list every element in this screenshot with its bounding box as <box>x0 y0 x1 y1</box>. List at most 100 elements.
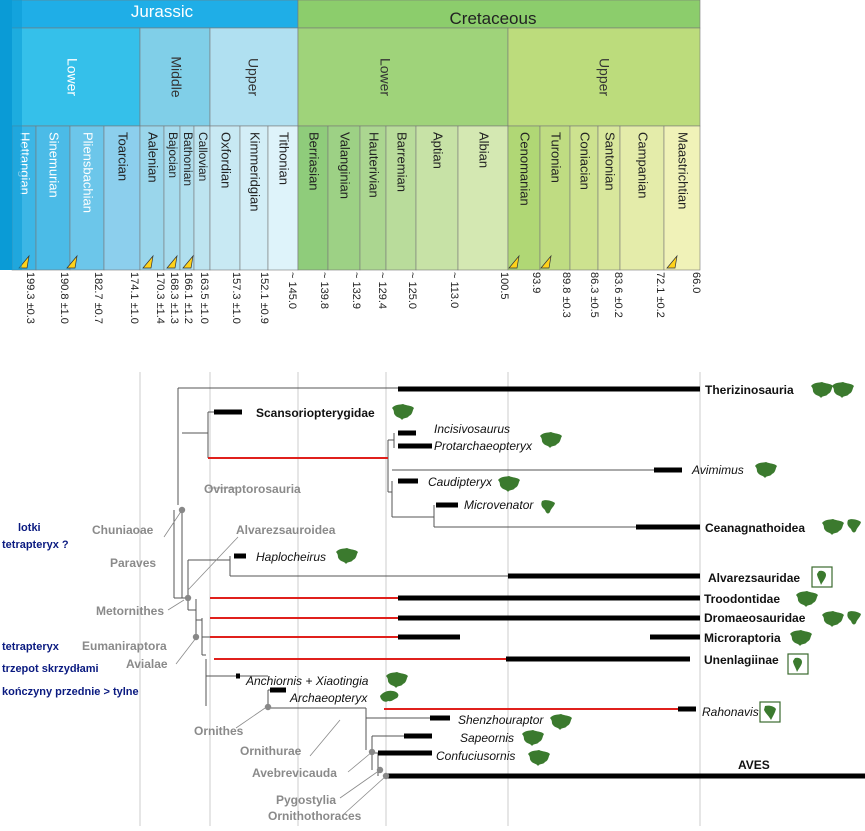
asia-fossil-icon <box>386 672 408 688</box>
clade-label-ornithothoraces: Ornithothoraces <box>268 809 362 823</box>
stage-box-toarcian <box>103 125 141 271</box>
asia-fossil-icon <box>822 519 844 535</box>
pointer-line <box>235 705 269 729</box>
taxon-label-alvarezsauridae: Alvarezsauridae <box>708 571 800 585</box>
asia-fossil-icon <box>336 548 358 564</box>
age-label: 168.3 ±1.3 <box>168 272 180 324</box>
stage-label-hauterivian: Hauterivian <box>367 132 382 198</box>
asia-silhouette <box>755 462 777 478</box>
period-label-cretaceous: Cretaceous <box>450 9 537 28</box>
clade-label-eumaniraptora: Eumaniraptora <box>82 639 167 653</box>
node-dot <box>184 594 192 602</box>
gssp-marker-icon <box>540 254 552 269</box>
stage-box-albian <box>457 125 509 271</box>
timescale-left-edge <box>0 0 12 270</box>
asia-fossil-icon <box>796 591 818 607</box>
asia-silhouette <box>392 404 414 420</box>
stage-label-berriasian: Berriasian <box>307 132 322 191</box>
age-label: 166.1 ±1.2 <box>182 272 194 324</box>
stage-box-pliensbachian <box>69 125 105 271</box>
stage-box-valanginian <box>327 125 361 271</box>
south-america-silhouette <box>817 570 826 585</box>
asia-silhouette <box>822 519 844 535</box>
age-label: ~ 145.0 <box>286 272 298 309</box>
period-box-cretaceous <box>297 0 701 29</box>
asia-silhouette <box>498 476 520 492</box>
taxon-label-unenlagiinae: Unenlagiinae <box>704 653 779 667</box>
taxon-label-dromaeosauridae: Dromaeosauridae <box>704 611 806 625</box>
note-tetrapteryx-question: tetrapteryx ? <box>2 539 69 551</box>
europe-silhouette <box>380 690 399 702</box>
gssp-marker-icon <box>166 254 178 269</box>
age-label: 93.9 <box>530 272 542 293</box>
stage-label-oxfordian: Oxfordian <box>219 132 234 188</box>
clade-label-alvarezsauroidea: Alvarezsauroidea <box>236 523 336 537</box>
age-label: 163.5 ±1.0 <box>198 272 210 324</box>
taxon-label-scansoriopterygidae: Scansoriopterygidae <box>256 406 375 420</box>
age-label: 170.3 ±1.4 <box>154 272 166 324</box>
age-label: 66.0 <box>690 272 702 293</box>
age-label: 157.3 ±1.0 <box>230 272 242 324</box>
stage-label-bathonian: Bathonian <box>181 132 195 186</box>
asia-fossil-icon <box>528 750 550 766</box>
note-forelimbs-longer: kończyny przednie > tylne <box>2 686 139 698</box>
epoch-box-lower-cretaceous <box>297 27 509 127</box>
stage-box-maastrichtian <box>663 125 701 271</box>
node-dot <box>178 506 186 514</box>
stage-label-sinemurian: Sinemurian <box>47 132 62 198</box>
stage-label-coniacian: Coniacian <box>578 132 593 190</box>
period-label-jurassic: Jurassic <box>131 2 194 21</box>
stage-box-tithonian <box>267 125 299 271</box>
stage-label-aptian: Aptian <box>431 132 446 169</box>
asia-fossil-icon <box>832 382 854 398</box>
epoch-label-middle-jurassic: Middle <box>168 56 184 97</box>
gssp-marker-icon <box>182 254 194 269</box>
age-label: ~ 113.0 <box>448 272 460 308</box>
taxon-label-protarchaeopteryx: Protarchaeopteryx <box>434 439 533 453</box>
epoch-label-lower-cretaceous: Lower <box>377 58 393 96</box>
stage-box-barremian <box>385 125 417 271</box>
note-tetrapteryx: tetrapteryx <box>2 641 60 653</box>
clade-label-chuniaoae: Chuniaoae <box>92 523 154 537</box>
pointer-line <box>175 637 197 665</box>
stage-box-berriasian <box>297 125 329 271</box>
africa-fossil-icon <box>759 701 781 723</box>
stage-label-maastrichtian: Maastrichtian <box>676 132 691 209</box>
clade-label-avialae: Avialae <box>126 657 168 671</box>
asia-silhouette <box>528 750 550 766</box>
age-label: ~ 132.9 <box>350 272 362 309</box>
north-america-silhouette <box>847 611 861 625</box>
fossil-range-bars <box>214 386 865 779</box>
age-label: 199.3 ±0.3 <box>24 272 36 324</box>
age-label: 100.5 <box>498 272 510 300</box>
gssp-marker-icon <box>508 254 520 269</box>
asia-silhouette <box>832 382 854 398</box>
gssp-marker-icon <box>142 254 154 269</box>
north-america-fossil-icon <box>541 500 555 514</box>
epoch-label-upper-cretaceous: Upper <box>596 58 612 96</box>
asia-silhouette <box>811 382 833 398</box>
stage-box-cenomanian <box>507 125 541 271</box>
south-america-silhouette <box>793 657 802 672</box>
period-box-jurassic <box>0 0 299 29</box>
stage-box-coniacian <box>569 125 599 271</box>
node-dot <box>264 703 272 711</box>
pointer-line <box>347 751 373 773</box>
asia-fossil-icon <box>498 476 520 492</box>
clade-label-pygostylia: Pygostylia <box>276 793 336 807</box>
south-america-fossil-icon <box>787 653 809 675</box>
asia-silhouette <box>550 714 572 730</box>
pointer-line <box>339 769 381 799</box>
pointer-line <box>187 536 239 591</box>
asia-fossil-icon <box>392 404 414 420</box>
asia-fossil-icon <box>755 462 777 478</box>
taxon-label-microraptoria: Microraptoria <box>704 631 781 645</box>
epoch-box-lower-jurassic <box>0 27 141 127</box>
clade-label-ornithes: Ornithes <box>194 724 244 738</box>
stage-label-bajocian: Bajocian <box>166 132 180 178</box>
europe-fossil-icon <box>380 690 399 702</box>
taxon-label-shenzhouraptor: Shenzhouraptor <box>458 713 544 727</box>
africa-silhouette <box>764 705 776 720</box>
note-wing-flapping: trzepot skrzydłami <box>2 663 99 675</box>
